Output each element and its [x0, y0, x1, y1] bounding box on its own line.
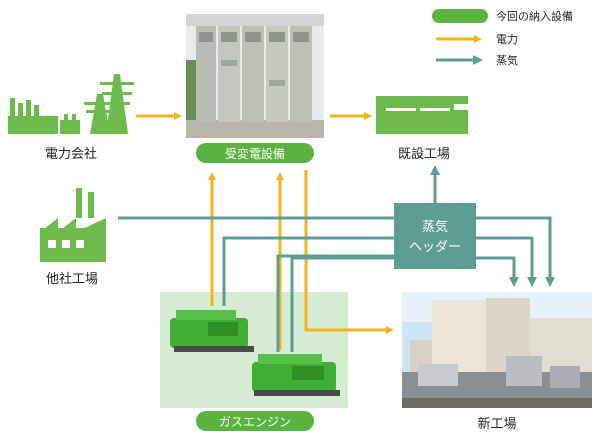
steam-header-text-1: 蒸気	[422, 219, 448, 235]
existing-plant-icon	[376, 96, 468, 134]
steam-line-other-plant	[118, 216, 555, 287]
power-company-label: 電力会社	[45, 146, 97, 162]
legend-power-label: 電力	[496, 33, 518, 46]
power-flows	[136, 112, 394, 350]
new-plant-photo	[402, 292, 592, 408]
gas-engine-pill	[196, 411, 314, 431]
legend-delivered-label: 今回の納入設備	[496, 9, 573, 23]
gas-engine-unit-2	[252, 354, 340, 396]
steam-header-text-2: ヘッダー	[409, 240, 461, 255]
steam-line-engine2-a	[276, 254, 394, 352]
steam-line-engine1	[222, 236, 537, 306]
legend-steam-label: 蒸気	[496, 53, 518, 67]
substation-label: 受変電設備	[225, 146, 285, 161]
steam-header-cover	[394, 203, 476, 269]
power-arrow-substation-to-new-plant	[304, 170, 394, 334]
existing-plant-label: 既設工場	[398, 146, 450, 162]
gas-engine-unit-1	[170, 310, 254, 352]
legend-delivered-swatch	[432, 9, 488, 23]
other-plant-icon	[40, 188, 106, 262]
new-plant-label: 新工場	[477, 416, 516, 432]
gas-engine-label: ガスエンジン	[219, 415, 291, 429]
substation-photo	[186, 14, 324, 138]
power-company-icon	[8, 74, 134, 134]
legend: 今回の納入設備 電力 蒸気	[432, 9, 573, 67]
substation-pill	[196, 143, 314, 163]
other-plant-label: 他社工場	[46, 271, 98, 287]
